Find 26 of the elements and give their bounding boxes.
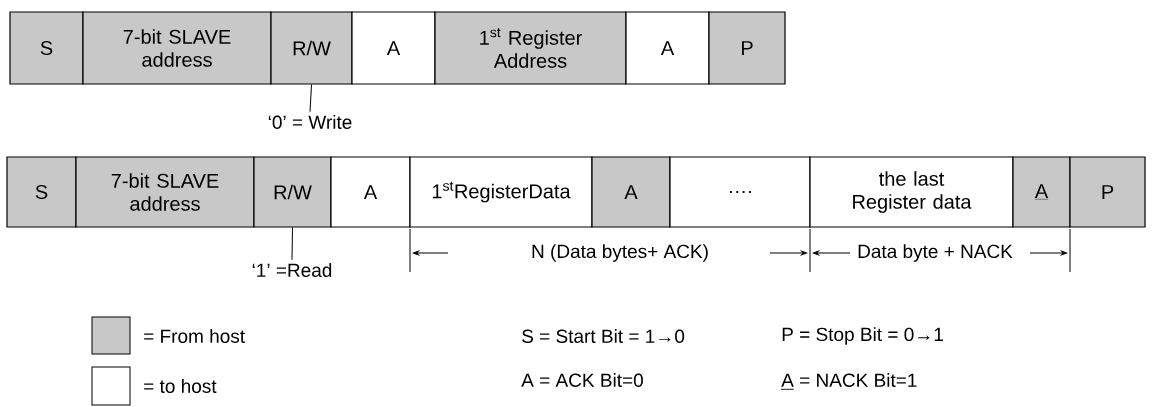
note-text: S = Start Bit = 1→0 (522, 329, 685, 343)
leader-text: ‘1’ =Read (252, 263, 332, 277)
field-cell: S (9, 11, 84, 85)
field-cell: A (625, 11, 710, 85)
field-cell: P (708, 11, 786, 85)
leader-line (291, 227, 293, 261)
dimension-label: Data byte + NACK (858, 244, 1013, 262)
field-cell: R/W (270, 11, 353, 85)
field-cell: …. (669, 156, 811, 228)
field-cell: P (1069, 156, 1146, 228)
field-cell: S (6, 156, 77, 228)
note-text: A = ACK Bit=0 (521, 373, 643, 387)
field-cell: 1$^{st}$ Register Address (434, 11, 627, 85)
leader-text: ‘0’ = Write (268, 115, 352, 129)
field-cell: the last Register data (809, 156, 1014, 228)
field-cell: A (351, 11, 436, 85)
leader-line (309, 84, 312, 113)
field-cell: A (591, 156, 671, 228)
legend-text: = From host (144, 329, 245, 343)
field-cell: A (1012, 156, 1071, 228)
dimension-label: N (Data bytes+ ACK) (532, 244, 708, 262)
field-cell: A (330, 156, 411, 228)
note-text: A = NACK Bit=1 (781, 373, 917, 387)
legend-text: = to host (144, 379, 217, 393)
note-text: P = Stop Bit = 0→1 (782, 327, 943, 345)
field-cell: R/W (253, 156, 332, 228)
